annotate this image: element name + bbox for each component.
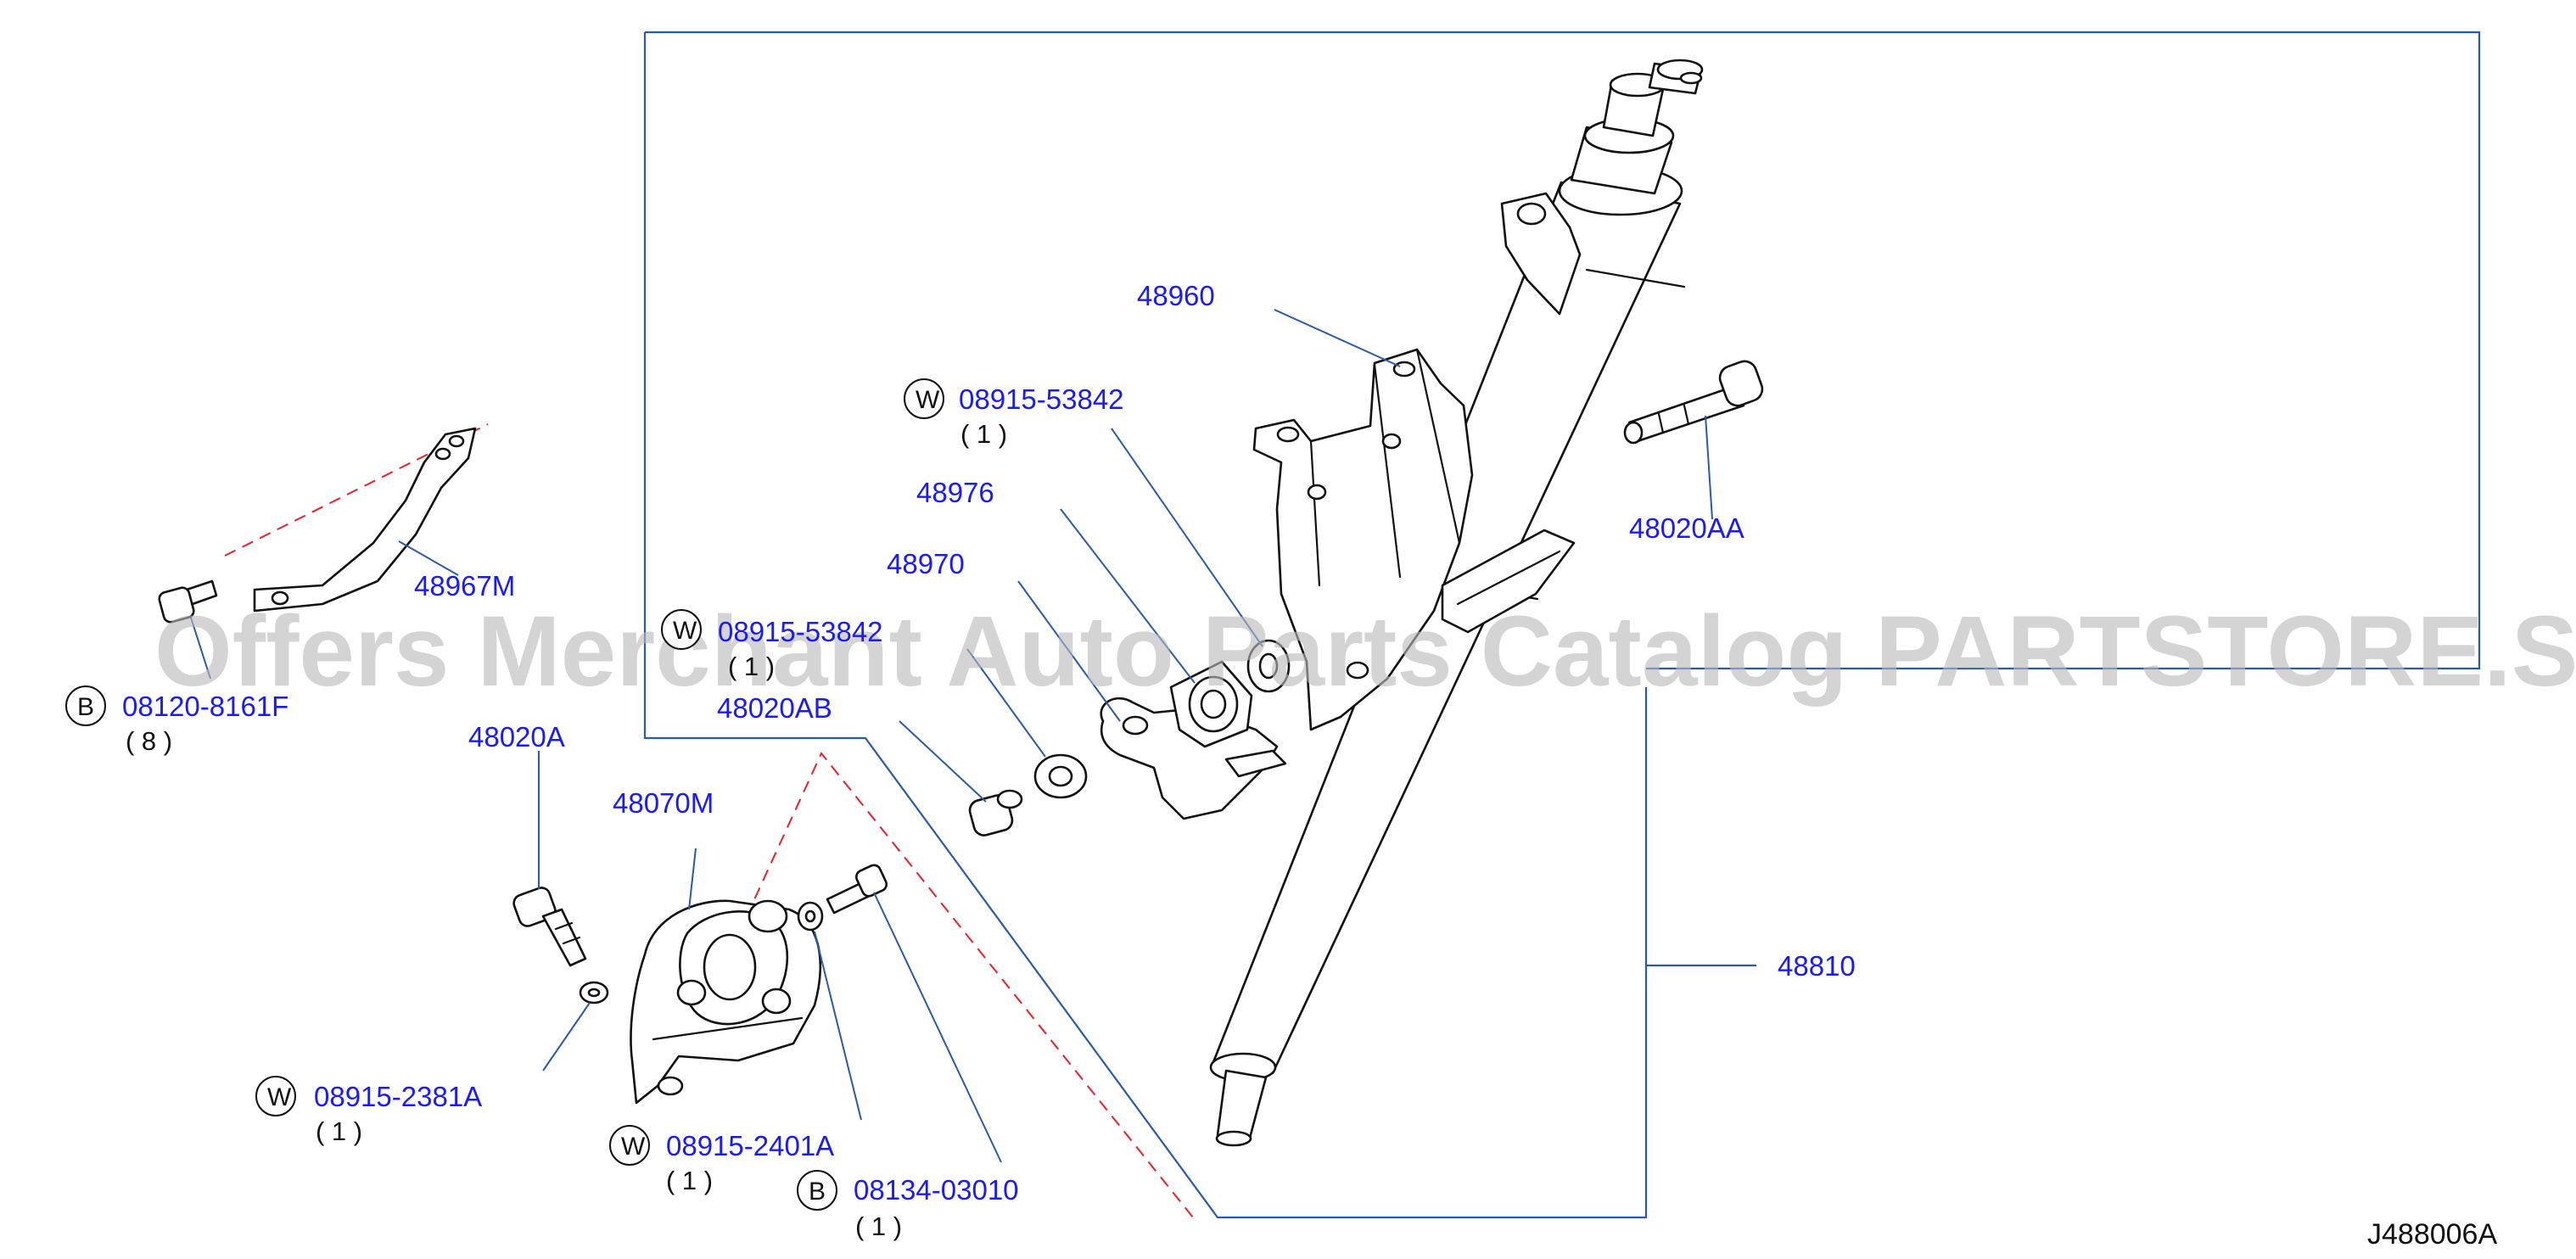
assembly-frame — [643, 31, 2481, 1219]
quantity: ( 1 ) — [666, 1166, 713, 1195]
quantity: ( 1 ) — [316, 1116, 362, 1146]
washer-48976 — [1246, 639, 1291, 693]
callout-48810: 48810 — [1778, 950, 1856, 982]
callout-w-08915-2381a: W 08915-2381A ( 1 ) — [255, 1076, 482, 1146]
quantity: ( 1 ) — [855, 1211, 902, 1241]
badge-letter: B — [77, 693, 94, 721]
badge-letter: W — [621, 1133, 646, 1161]
callout-w-08915-53842-top: W 08915-53842 ( 1 ) — [904, 378, 1124, 449]
part-number: 08915-53842 — [718, 616, 883, 647]
callout-48967m: 48967M — [414, 570, 515, 602]
badge-letter: B — [809, 1178, 826, 1206]
quantity: ( 1 ) — [960, 419, 1007, 449]
watermark: Offers Merchant Auto Parts Catalog PARTS… — [154, 596, 2576, 708]
badge-circle-w — [255, 1076, 296, 1116]
washer-08915-2401a — [797, 901, 824, 932]
leader-lines — [190, 309, 1713, 1163]
badge-letter: W — [916, 386, 940, 414]
diagram-reference-code: J488006A — [2367, 1218, 2497, 1251]
badge-letter: W — [267, 1083, 292, 1111]
universal-joint-48070m — [630, 899, 821, 1105]
washer-08915-2381a — [579, 981, 609, 1004]
badge-circle-w — [904, 378, 944, 419]
callout-48020a: 48020A — [468, 721, 565, 753]
callout-b-08120-8161f: B 08120-8161F ( 8 ) — [65, 685, 288, 756]
spacer-48020ab — [1033, 753, 1088, 799]
part-number: 08915-2381A — [314, 1081, 482, 1112]
callout-48976: 48976 — [916, 477, 994, 508]
bolt-48020a — [512, 887, 587, 967]
bolt-48020aa — [1623, 360, 1764, 445]
callout-w-08915-2401a: W 08915-2401A ( 1 ) — [609, 1125, 834, 1195]
badge-circle-b — [65, 685, 106, 726]
callout-48070m: 48070M — [613, 787, 714, 819]
column-mounting-bracket — [1252, 348, 1576, 731]
callout-48970: 48970 — [887, 548, 965, 579]
badge-letter: W — [673, 617, 697, 645]
badge-circle-b — [797, 1170, 837, 1211]
part-number: 08134-03010 — [854, 1174, 1019, 1206]
bolt-48020ab — [968, 789, 1023, 837]
badge-circle-w — [661, 609, 702, 650]
callout-48020aa: 48020AA — [1629, 512, 1744, 544]
steering-column-shaft — [1209, 59, 1704, 1147]
callout-w-08915-53842-mid: W 08915-53842 ( 1 ) — [661, 609, 883, 681]
bracket-48967m — [253, 427, 477, 613]
part-number: 08915-53842 — [959, 383, 1124, 415]
part-number: 08120-8161F — [122, 691, 288, 722]
callout-48020ab: 48020AB — [717, 692, 832, 724]
upper-clamp — [1500, 192, 1582, 316]
callout-b-08134-03010: B 08134-03010 ( 1 ) — [797, 1170, 1019, 1241]
part-number: 08915-2401A — [666, 1130, 834, 1161]
callout-48960: 48960 — [1137, 280, 1215, 311]
bolt-08120-8161f — [158, 579, 218, 624]
quantity: ( 1 ) — [728, 652, 775, 681]
bolt-08134-03010 — [826, 864, 888, 915]
quantity: ( 8 ) — [126, 726, 172, 756]
badge-circle-w — [609, 1125, 650, 1166]
